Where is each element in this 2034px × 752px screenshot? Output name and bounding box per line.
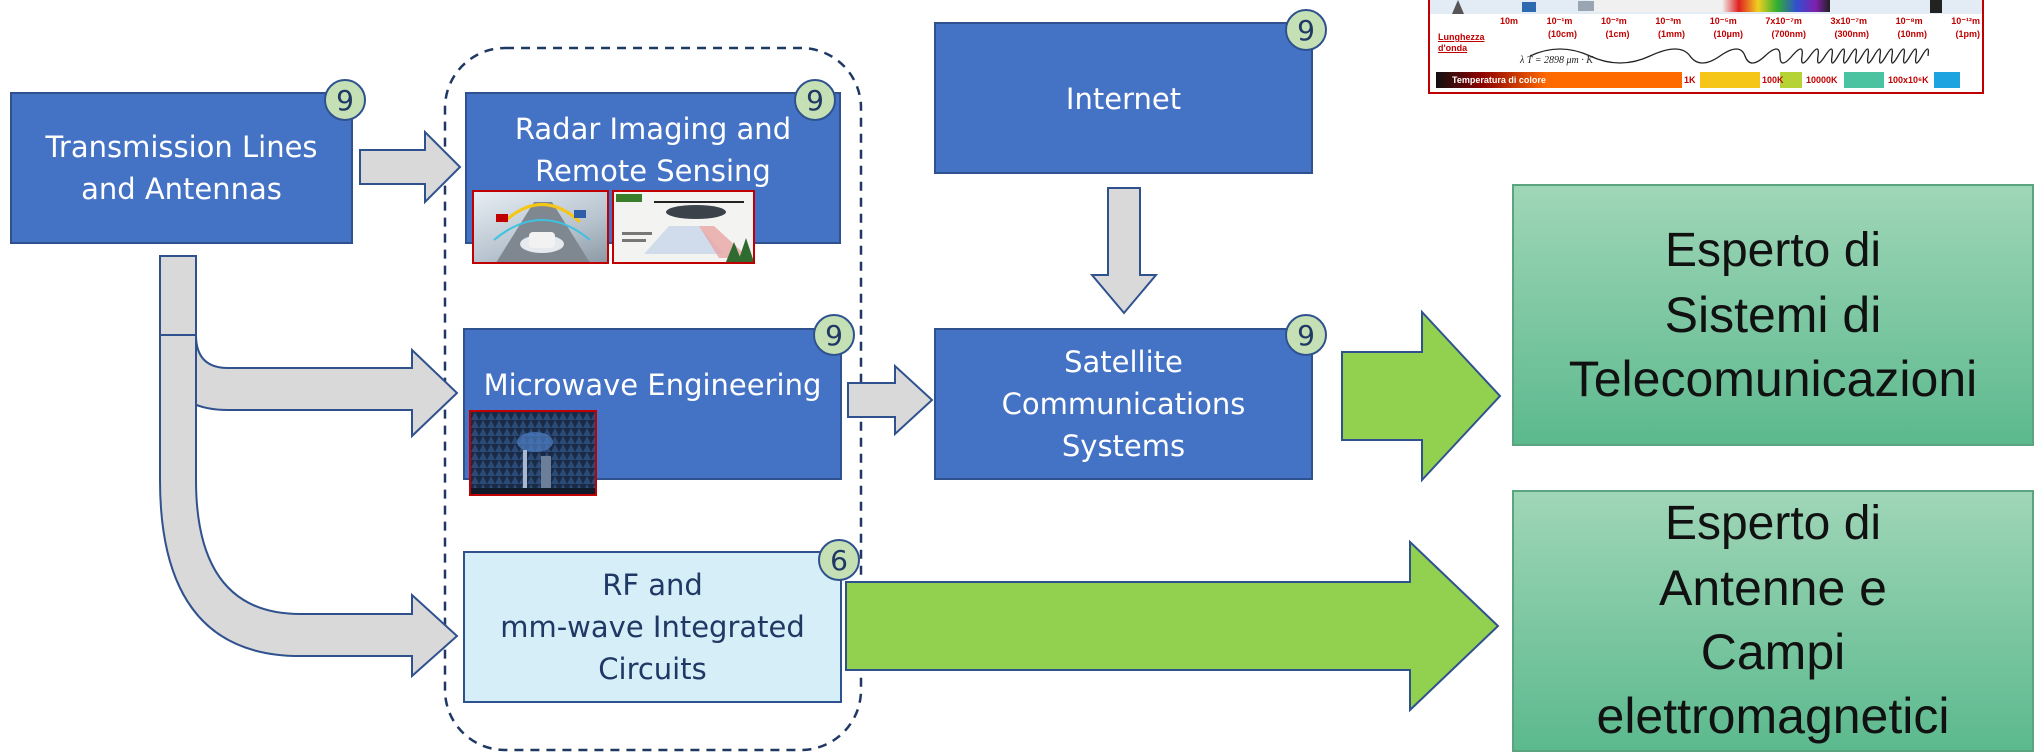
temp-label-100m-k: 100x10⁶K (1888, 75, 1929, 85)
color-temperature-label: Temperatura di colore (1452, 75, 1546, 85)
transmission-line-1: Transmission Lines (45, 130, 318, 164)
credits-badge-radar: 9 (794, 79, 836, 121)
internet-line-1: Internet (1065, 82, 1182, 116)
antenna-icon (1452, 0, 1464, 14)
temp-label-100k: 100K (1762, 75, 1784, 85)
microwave-line-1: Microwave Engineering (483, 368, 822, 402)
credits-badge-microwave: 9 (813, 314, 855, 356)
arrow-rf-to-antenne (845, 539, 1500, 713)
credits-badge-transmission: 9 (324, 79, 366, 121)
scale-bottom-7: (1pm) (1955, 29, 1981, 39)
satellite-communications-box: Satellite Communications Systems (934, 328, 1313, 480)
antenne-expert-box: Esperto di Antenne e Campi elettromagnet… (1512, 490, 2034, 752)
em-spectrum-figure: 10m 10⁻¹m 10⁻²m 10⁻³m 10⁻⁵m 7x10⁻⁷m 3x10… (1428, 0, 1984, 94)
automotive-radar-graphic (493, 202, 591, 262)
rf-line-3: Circuits (598, 652, 707, 686)
satellite-line-3: Systems (1061, 429, 1186, 463)
telecom-expert-box: Esperto di Sistemi di Telecomunicazioni (1512, 184, 2034, 446)
arrow-transmission-to-radar (359, 129, 462, 205)
temp-label-1k: 1K (1684, 75, 1696, 85)
antenne-expert-line-1: Antenne e (1659, 560, 1887, 616)
scale-top-3: 10⁻³m (1655, 16, 1682, 26)
helicopter-radar-graphic (616, 194, 753, 262)
telecom-expert-line-1: Sistemi di (1664, 287, 1882, 343)
arrow-internet-to-satellite (1089, 187, 1159, 315)
telecom-expert-line-2: Telecomunicazioni (1568, 351, 1978, 407)
credits-badge-satellite: 9 (1285, 314, 1327, 356)
em-spectrum-graphic (1430, 0, 1982, 88)
xray-icon (1930, 0, 1942, 13)
telecom-expert-heading: Esperto di (1664, 224, 1882, 277)
rf-mmwave-box: RF and mm-wave Integrated Circuits (463, 551, 842, 703)
temp-label-10000k: 10000K (1806, 75, 1838, 85)
credits-badge-internet: 9 (1285, 9, 1327, 51)
satellite-line-2: Communications (1001, 387, 1246, 421)
credits-badge-rf: 6 (818, 539, 860, 581)
scale-bottom-1: (1cm) (1605, 29, 1630, 39)
scale-top-2: 10⁻²m (1601, 16, 1627, 26)
arrow-microwave-to-satellite (847, 363, 934, 437)
spectrum-bottom-scale: (10cm) (1cm) (1mm) (10μm) (700nm) (300nm… (1548, 29, 1980, 39)
transmission-lines-box: Transmission Lines and Antennas (10, 92, 353, 244)
arrow-transmission-to-microwave (159, 255, 459, 439)
device-icon (1578, 1, 1594, 11)
scale-bottom-4: (700nm) (1771, 29, 1807, 39)
transmission-line-2: and Antennas (81, 172, 282, 206)
scale-bottom-2: (1mm) (1658, 29, 1686, 39)
scale-bottom-0: (10cm) (1548, 29, 1578, 39)
monitor-icon (1522, 2, 1536, 12)
scale-top-0: 10m (1500, 16, 1519, 26)
rf-line-2: mm-wave Integrated (500, 610, 805, 644)
arrow-transmission-to-rf (159, 334, 459, 679)
wien-formula: λ T = 2898 μm · K (1520, 55, 1593, 66)
antenne-expert-line-3: elettromagnetici (1596, 688, 1950, 744)
antenne-expert-heading: Esperto di (1664, 497, 1882, 550)
automotive-radar-image (472, 190, 609, 264)
wavelength-label-line-1: Lunghezza (1438, 32, 1485, 42)
scale-bottom-6: (10nm) (1897, 29, 1928, 39)
radar-line-1: Radar Imaging and (514, 112, 792, 146)
arrow-satellite-to-telecom (1341, 309, 1502, 483)
spectrum-top-scale: 10m 10⁻¹m 10⁻²m 10⁻³m 10⁻⁵m 7x10⁻⁷m 3x10… (1500, 16, 1980, 27)
scale-bottom-5: (300nm) (1834, 29, 1870, 39)
anechoic-chamber-image (469, 410, 597, 496)
scale-bottom-3: (10μm) (1713, 29, 1744, 39)
scale-top-8: 10⁻¹²m (1951, 16, 1980, 26)
helicopter-radar-image (612, 190, 755, 264)
wavelength-label-line-2: d'onda (1438, 43, 1468, 53)
rf-line-1: RF and (602, 568, 703, 602)
scale-top-1: 10⁻¹m (1546, 16, 1573, 26)
scale-top-7: 10⁻⁸m (1895, 16, 1923, 26)
scale-top-5: 7x10⁻⁷m (1765, 16, 1802, 26)
antenne-expert-line-2: Campi (1700, 624, 1846, 680)
wavelength-label: Lunghezza d'onda (1438, 32, 1485, 54)
anechoic-chamber-graphic (471, 412, 595, 494)
scale-top-6: 3x10⁻⁷m (1830, 16, 1867, 26)
satellite-line-1: Satellite (1064, 345, 1183, 379)
scale-top-4: 10⁻⁵m (1709, 16, 1737, 26)
internet-box: Internet (934, 22, 1313, 174)
radar-line-2: Remote Sensing (535, 154, 771, 188)
